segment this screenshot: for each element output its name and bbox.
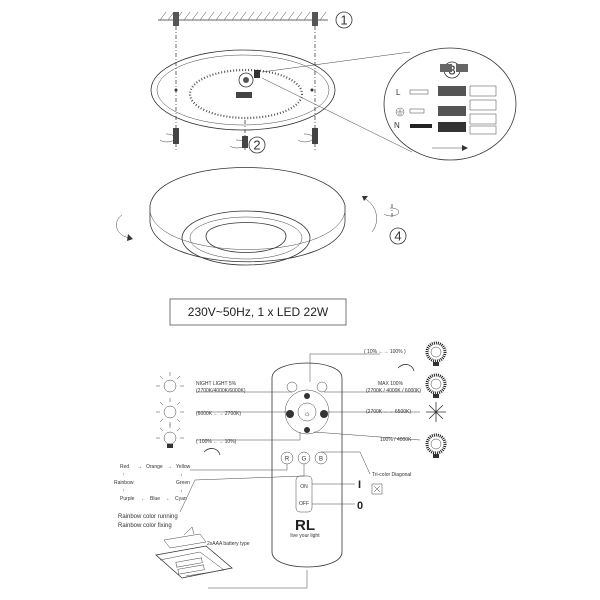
svg-text:Red: Red <box>120 464 129 470</box>
max-bulb-icon <box>425 373 447 398</box>
battery-label: 2xAAA battery type <box>207 541 250 547</box>
preset-label: 100% / 4000K <box>380 437 412 443</box>
dim-arc-icon <box>203 448 221 456</box>
cct-range-left-label: (6000K ←→ 2700K) <box>196 411 241 417</box>
svg-text:↓: ↓ <box>180 472 183 478</box>
svg-text:→: → <box>167 464 172 470</box>
svg-text:G: G <box>302 457 307 463</box>
step-2-marker: 2 <box>248 136 266 154</box>
step-2-label: 2 <box>253 138 260 153</box>
arrow-right-icon <box>432 145 468 151</box>
snowflake-icon <box>426 402 446 422</box>
svg-text:Rainbow: Rainbow <box>114 480 134 486</box>
svg-text:Yellow: Yellow <box>176 464 191 470</box>
svg-text:Blue: Blue <box>150 496 160 502</box>
brand-tagline: live your light <box>290 533 320 539</box>
live-wire-label: L <box>396 88 401 97</box>
cct-sun-icon <box>156 398 184 426</box>
remote-leader-lines <box>179 353 421 589</box>
night-light-button <box>286 381 298 393</box>
mounting-plate <box>150 49 336 131</box>
spec-text: 230V~50Hz, 1 x LED 22W <box>188 305 329 319</box>
wiring-detail: 3 L N <box>383 47 517 161</box>
dim-range-top-label: ( 10% ←→ 100% ) <box>364 349 406 355</box>
svg-text:↑: ↑ <box>122 472 125 478</box>
step-1-label: 1 <box>340 13 347 28</box>
step-4-marker: 4 <box>389 227 407 245</box>
rotate-right-icon <box>362 196 400 233</box>
earth-icon <box>395 107 405 117</box>
battery-compartment: 2xAAA battery type <box>155 526 250 579</box>
max-button <box>316 381 328 393</box>
svg-text:Green: Green <box>176 480 190 486</box>
lamp-body <box>149 167 346 266</box>
svg-text:OFF: OFF <box>299 501 309 507</box>
rainbow-sequence: Red → Orange → Yellow ↑ ↓ Rainbow Green … <box>114 464 191 529</box>
svg-text:Rainbow color running: Rainbow color running <box>118 514 178 520</box>
rotate-left-icon <box>116 214 133 241</box>
max-cct-label: (2700K / 4000K / 6000K) <box>366 388 421 394</box>
night-light-label: NIGHT LIGHT 5% <box>196 381 237 387</box>
dim-range-left-label: ( 100% ←→ 10%) <box>196 439 237 445</box>
svg-text:↑: ↑ <box>122 488 125 494</box>
remote-control: ☼ R G B ON OFF RL live your light <box>271 362 343 568</box>
on-symbol: I <box>358 479 361 491</box>
svg-text:☼: ☼ <box>303 409 310 418</box>
svg-text:→: → <box>137 464 142 470</box>
bright-bulb-icon <box>425 341 447 366</box>
tricolor-label: Tri-color Diagonal <box>372 472 411 478</box>
cct-range-right-label: (2700K ←→ 6500K) <box>366 409 411 415</box>
step-1-marker: 1 <box>335 11 353 29</box>
svg-text:R: R <box>285 457 290 463</box>
spec-box: 230V~50Hz, 1 x LED 22W <box>169 298 347 326</box>
brighten-arc-icon <box>397 364 415 372</box>
zoom-leader-lines <box>261 51 413 153</box>
night-light-cct-label: (2700K/4000K/6000K) <box>196 388 246 394</box>
svg-text:Orange: Orange <box>146 464 163 470</box>
svg-text:←: ← <box>141 496 146 502</box>
svg-text:Cyan: Cyan <box>175 496 187 502</box>
dim-bulb-icon <box>156 424 184 448</box>
svg-text:ON: ON <box>300 484 308 490</box>
svg-text:↓: ↓ <box>180 488 183 494</box>
terminal-block-icon <box>438 64 497 135</box>
off-symbol: 0 <box>357 500 363 512</box>
screw-icon <box>173 128 318 148</box>
brand-logo: RL <box>295 517 315 534</box>
step-4-label: 4 <box>394 229 401 244</box>
svg-text:Purple: Purple <box>120 496 135 502</box>
svg-text:B: B <box>319 457 323 463</box>
neutral-wire-label: N <box>394 121 400 130</box>
svg-text:Rainbow color fixing: Rainbow color fixing <box>118 523 172 529</box>
preset-bulb-icon <box>425 433 447 458</box>
max-label: MAX 100% <box>378 381 404 387</box>
night-light-bulb-icon <box>156 372 184 393</box>
ceiling <box>158 11 328 26</box>
svg-text:←: ← <box>166 496 171 502</box>
color-wheel-icon <box>371 483 383 495</box>
